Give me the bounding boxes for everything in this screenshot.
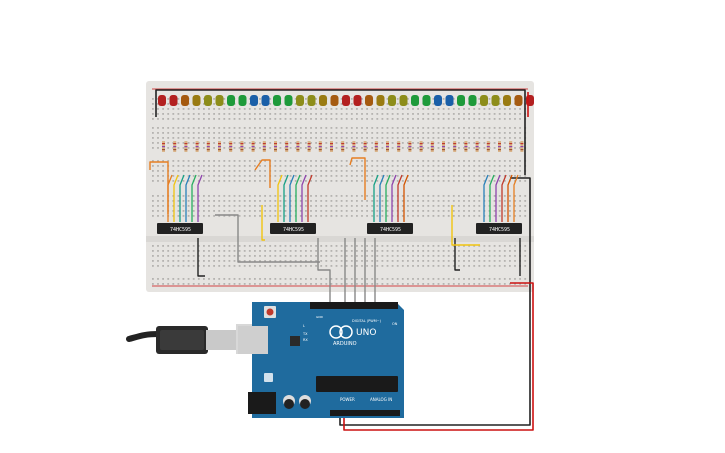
gnd-label: GND xyxy=(316,315,324,319)
digital-header xyxy=(310,302,398,309)
resistor-row xyxy=(162,141,524,152)
led-26[interactable] xyxy=(445,95,454,106)
led-4[interactable] xyxy=(192,95,201,106)
led-12[interactable] xyxy=(284,95,293,106)
arduino-model: UNO xyxy=(356,328,376,338)
led-32[interactable] xyxy=(514,95,523,106)
led-31[interactable] xyxy=(503,95,511,106)
led-8[interactable] xyxy=(238,95,247,106)
shift-register-4[interactable]: 74HC595 xyxy=(476,223,522,234)
led-24[interactable] xyxy=(422,95,431,106)
analog-label: ANALOG IN xyxy=(370,397,392,402)
led-16[interactable] xyxy=(330,95,339,106)
usb-port xyxy=(238,326,268,354)
led-30[interactable] xyxy=(491,95,500,106)
chip-label-1: 74HC595 xyxy=(170,227,191,233)
led-23[interactable] xyxy=(411,95,419,106)
led-27[interactable] xyxy=(457,95,465,106)
led-1[interactable] xyxy=(158,95,166,106)
rx-label: RX xyxy=(303,338,308,342)
led-19[interactable] xyxy=(365,95,373,106)
led-5[interactable] xyxy=(204,95,212,106)
usb-cable[interactable] xyxy=(126,324,266,354)
power-header xyxy=(330,410,370,416)
led-9[interactable] xyxy=(250,95,258,106)
led-2[interactable] xyxy=(169,95,178,106)
shift-register-1[interactable]: 74HC595 xyxy=(157,223,203,234)
led-7[interactable] xyxy=(227,95,235,106)
led-22[interactable] xyxy=(399,95,408,106)
on-label: ON xyxy=(392,322,398,326)
led-3[interactable] xyxy=(181,95,189,106)
led-21[interactable] xyxy=(388,95,396,106)
led-14[interactable] xyxy=(307,95,316,106)
shift-register-3[interactable]: 74HC595 xyxy=(367,223,413,234)
power-jack xyxy=(248,392,276,414)
arduino-logo-text: ARDUINO xyxy=(333,341,357,347)
chip-label-3: 74HC595 xyxy=(380,227,401,233)
power-label: POWER xyxy=(340,397,355,402)
chip-label-2: 74HC595 xyxy=(283,227,304,233)
digital-label: DIGITAL (PWM~) xyxy=(352,319,382,323)
shift-register-2[interactable]: 74HC595 xyxy=(270,223,316,234)
breadboard-rails xyxy=(146,88,534,287)
led-17[interactable] xyxy=(342,95,350,106)
led-11[interactable] xyxy=(273,95,281,106)
led-row xyxy=(158,95,534,106)
atmega-chip xyxy=(316,376,398,392)
led-25[interactable] xyxy=(434,95,442,106)
led-10[interactable] xyxy=(261,95,270,106)
led-6[interactable] xyxy=(215,95,224,106)
tx-label: TX xyxy=(302,332,308,336)
l-label: L xyxy=(303,324,305,328)
arduino-uno-board[interactable]: ARDUINO UNO DIGITAL (PWM~) POWER ANALOG … xyxy=(238,302,404,418)
led-29[interactable] xyxy=(480,95,488,106)
led-18[interactable] xyxy=(353,95,362,106)
led-15[interactable] xyxy=(319,95,327,106)
led-28[interactable] xyxy=(468,95,477,106)
analog-header xyxy=(366,410,400,416)
jumper-wires[interactable] xyxy=(149,89,534,431)
chip-label-4: 74HC595 xyxy=(489,227,510,233)
led-13[interactable] xyxy=(296,95,304,106)
led-20[interactable] xyxy=(376,95,385,106)
